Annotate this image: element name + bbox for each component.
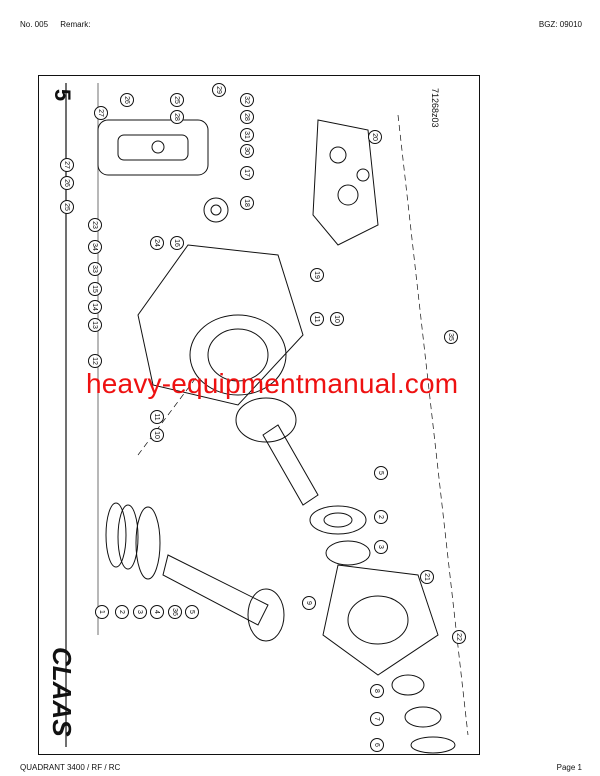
callout-label: 2 [374,510,388,524]
callout-label: 25 [170,93,184,107]
callout-label: 14 [88,300,102,314]
svg-text:CLAAS: CLAAS [47,647,77,737]
model-name: QUADRANT 3400 / RF / RC [20,763,121,772]
callout-label: 35 [444,330,458,344]
callout-label: 12 [88,354,102,368]
watermark-text: heavy-equipmentmanual.com [86,368,459,399]
callout-label: 4 [150,605,164,619]
callout-label: 33 [88,262,102,276]
callout-label: 6 [370,738,384,752]
callout-label: 10 [150,428,164,442]
nut-washer [391,674,456,754]
gearbox-housing [137,244,304,406]
lower-housing [322,564,439,676]
callout-label: 3 [133,605,147,619]
claas-logo: CLAAS [47,647,77,737]
bevel-gear [203,197,229,223]
callout-label: 20 [368,130,382,144]
callout-label: 27 [60,158,74,172]
callout-label: 10 [330,312,344,326]
page-number: Page 1 [556,763,582,772]
callout-label: 34 [88,240,102,254]
assembly-line [137,374,199,456]
seal-kit [312,119,379,246]
callout-label: 21 [420,570,434,584]
remark-label: Remark: [60,20,91,29]
callout-label: 8 [370,684,384,698]
callout-label: 24 [150,236,164,250]
callout-label: 19 [310,268,324,282]
callout-label: 18 [240,196,254,210]
callout-label: 15 [88,282,102,296]
callout-label: 28 [170,110,184,124]
callout-label: 16 [170,236,184,250]
callout-label: 26 [120,93,134,107]
bearing-set [309,505,371,566]
header-left: No. 005 Remark: [20,20,91,29]
callout-label: 31 [240,128,254,142]
callout-label: 7 [370,712,384,726]
spacer-discs [105,502,161,580]
callout-label: 5 [185,605,199,619]
callout-label: 11 [150,410,164,424]
callout-label: 5 [374,466,388,480]
diagram-frame [38,75,480,755]
callout-label: 2 [115,605,129,619]
callout-label: 32 [240,93,254,107]
callout-label: 23 [88,218,102,232]
callout-label: 26 [60,176,74,190]
section-number: 5 [50,88,75,102]
callout-label: 25 [60,200,74,214]
assembly-line [397,114,469,736]
callout-label: 17 [240,166,254,180]
drawing-id: 71268z03 [430,88,440,128]
callout-label: 29 [212,83,226,97]
callout-label: 36 [168,605,182,619]
pinion-shaft [162,554,285,642]
callout-label: 27 [94,106,108,120]
callout-label: 3 [374,540,388,554]
callout-label: 30 [240,144,254,158]
ring-gear-shaft [235,397,319,506]
callout-label: 9 [302,596,316,610]
document-number: No. 005 [20,20,49,29]
callout-label: 22 [452,630,466,644]
callout-label: 11 [310,312,324,326]
callout-label: 1 [95,605,109,619]
callout-label: 28 [240,110,254,124]
bgz-code: BGZ: 09010 [538,20,582,29]
callout-label: 13 [88,318,102,332]
exploded-parts-diagram [65,83,469,754]
hydraulic-motor [97,119,209,176]
